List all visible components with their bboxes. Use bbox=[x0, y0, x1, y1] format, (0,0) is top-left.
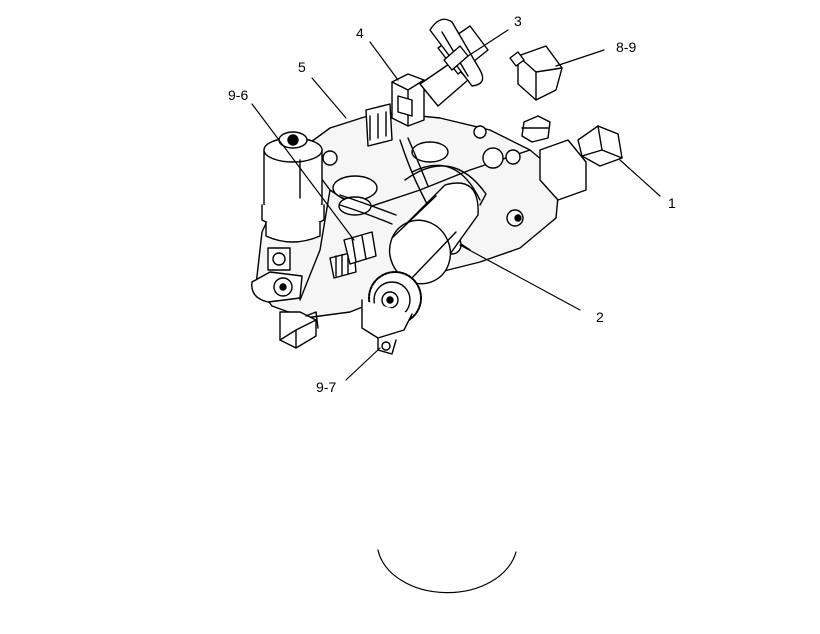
callout-2: 2 bbox=[596, 309, 604, 325]
callout-9-6: 9-6 bbox=[228, 87, 248, 103]
callout-4: 4 bbox=[356, 25, 364, 41]
fitting-right bbox=[521, 115, 623, 201]
motor-cylinder bbox=[388, 164, 487, 285]
callout-3: 3 bbox=[514, 13, 522, 29]
connector-3 bbox=[419, 18, 489, 107]
callout-9-7: 9-7 bbox=[316, 379, 336, 395]
leader-lines bbox=[251, 29, 661, 381]
wire-harness bbox=[339, 137, 429, 225]
callout-1: 1 bbox=[668, 195, 676, 211]
solenoid-actuator bbox=[261, 131, 325, 243]
knurled-knob bbox=[361, 271, 422, 355]
fitting-9-6 bbox=[343, 231, 377, 265]
connector-4 bbox=[365, 73, 425, 147]
elbow-fitting-8-9 bbox=[509, 45, 563, 101]
callout-5: 5 bbox=[298, 59, 306, 75]
base-ring-partial bbox=[377, 549, 517, 594]
left-fittings bbox=[251, 247, 357, 349]
callout-8-9: 8-9 bbox=[616, 39, 636, 55]
